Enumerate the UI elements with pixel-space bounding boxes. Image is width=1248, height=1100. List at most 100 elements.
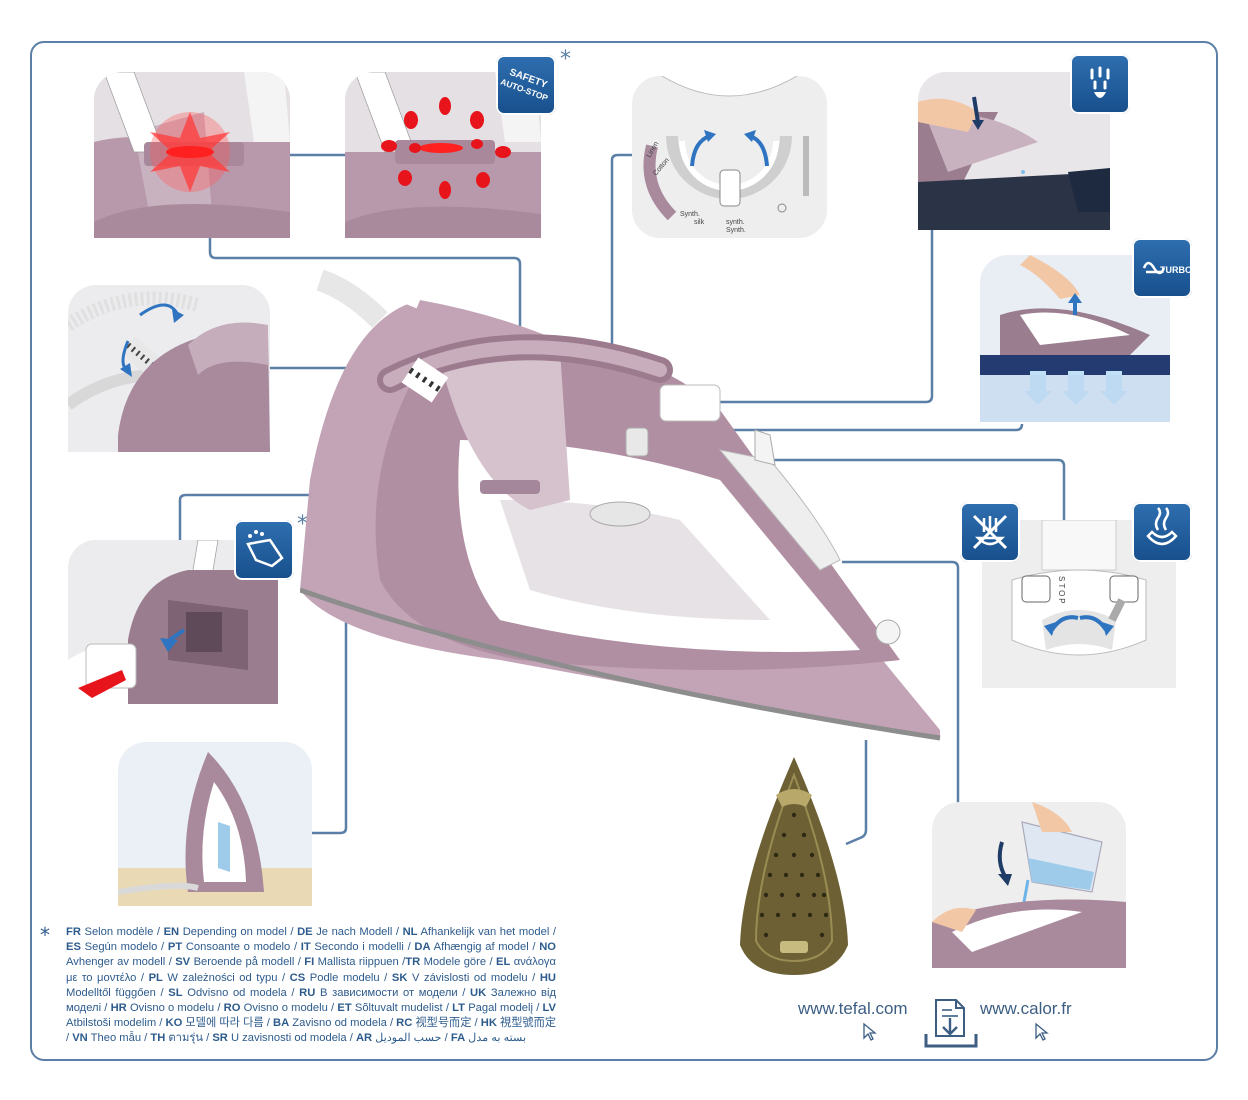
lang-text: W zależności od typu /	[162, 971, 290, 984]
lang-text: Ovisno o modelu /	[240, 1002, 338, 1015]
lang-text: Atbilstoši modelim /	[66, 1017, 166, 1030]
lang-code: FI	[304, 956, 315, 969]
lang-code: KO	[165, 1017, 183, 1030]
lang-text: V závislosti od modelu /	[407, 971, 540, 984]
anticalc-badge	[234, 520, 294, 580]
lang-text: Modele göre /	[420, 956, 497, 969]
turbo-badge: TURBO	[1132, 238, 1192, 298]
temperature-dial[interactable]	[589, 501, 651, 527]
anticalc-asterisk: *	[297, 512, 308, 537]
lang-text: Podle modelu /	[305, 971, 392, 984]
panel-water-filling	[932, 802, 1126, 968]
lang-text: Залежно від моделі /	[66, 986, 556, 1015]
lang-text: Ovisno o modelu /	[126, 1002, 224, 1015]
page-frame	[30, 41, 1218, 1061]
steam-button[interactable]	[625, 427, 649, 457]
lang-text: 视型号而定 /	[412, 1017, 481, 1030]
lang-code: IT	[300, 941, 311, 954]
lang-code: NO	[539, 941, 556, 954]
lang-code: AR	[355, 1032, 373, 1045]
lang-text: حسب الموديل /	[372, 1032, 451, 1045]
lang-code: ES	[66, 941, 81, 954]
lang-text: 視型號而定 /	[66, 1017, 557, 1045]
lang-code: DE	[297, 926, 313, 938]
safety-asterisk: *	[560, 47, 571, 72]
panel-cord-rotation	[68, 285, 270, 452]
steam-on-badge	[1132, 502, 1192, 562]
lang-text: Avhenger av modell /	[66, 956, 176, 969]
lang-code: RU	[299, 986, 316, 999]
calor-link[interactable]: www.calor.fr	[980, 999, 1072, 1018]
svg-text:silk: silk	[694, 219, 705, 226]
panel-iron-rest	[118, 742, 312, 906]
lang-text: U zavisnosti od modela /	[227, 1032, 356, 1045]
lang-code: SK	[391, 971, 408, 984]
panel-steam-selector: STOP	[982, 520, 1176, 688]
lang-text: Según modelo /	[80, 941, 168, 954]
lang-code: DA	[414, 941, 431, 954]
lang-code: VN	[72, 1032, 88, 1045]
svg-text:synth.: synth.	[726, 219, 745, 226]
lang-code: FA	[450, 1032, 466, 1045]
lang-text: ανάλογα με το μοντέλο /	[66, 956, 556, 984]
lang-text: Afhængig af model /	[430, 941, 540, 954]
lang-code: SR	[212, 1032, 228, 1045]
svg-text:TURBO: TURBO	[1160, 265, 1192, 275]
lang-text: Consoante o modelo /	[182, 941, 301, 954]
lang-code: CS	[289, 971, 306, 984]
svg-text:STOP: STOP	[1057, 576, 1066, 606]
lang-text: Afhankelijk van het model /	[417, 926, 556, 938]
safety-autostop-badge: SAFETY AUTO-STOP	[496, 55, 556, 115]
lang-code: NL	[402, 926, 418, 938]
lang-code: HU	[539, 971, 556, 984]
stop-icon-plate	[1021, 575, 1051, 603]
lang-text: Zavisno od modela /	[289, 1017, 397, 1030]
lang-text: В зависимости от модели /	[315, 986, 471, 999]
steam-off-badge	[960, 502, 1020, 562]
footnote-asterisk: *	[40, 923, 50, 947]
panel-light-indicator	[94, 72, 290, 238]
svg-text:Synth.: Synth.	[726, 227, 746, 234]
svg-text:Synth.: Synth.	[680, 211, 700, 218]
spray-button[interactable]	[659, 384, 721, 422]
lang-text: Depending on model /	[179, 926, 298, 938]
lang-code: HR	[110, 1002, 127, 1015]
lang-code: RO	[223, 1002, 241, 1015]
lang-text: ตามรุ่น /	[165, 1032, 213, 1045]
lang-code: TR	[405, 956, 421, 969]
lang-code: ET	[337, 1002, 352, 1015]
vertical-steam-badge	[1070, 54, 1130, 114]
footnote-languages: FR Selon modèle / EN Depending on model …	[66, 925, 556, 1047]
lang-code: FR	[66, 926, 81, 938]
lang-code: SV	[175, 956, 191, 969]
lang-text: Mallista riippuen /	[314, 956, 406, 969]
cursor-icon	[863, 1022, 877, 1041]
lang-text: 모델에 따라 다름 /	[182, 1017, 274, 1030]
lang-text: Je nach Modell /	[312, 926, 403, 938]
lang-code: BA	[273, 1017, 290, 1030]
lang-code: LV	[542, 1002, 557, 1015]
lang-code: UK	[470, 986, 487, 999]
lang-code: HK	[480, 1017, 497, 1030]
safety-dots	[381, 97, 511, 199]
lang-code: RC	[396, 1017, 413, 1030]
steam-iron-main	[300, 261, 941, 741]
lang-code: TH	[150, 1032, 166, 1045]
cursor-icon	[1035, 1022, 1049, 1041]
lang-text: Beroende på modell /	[190, 956, 305, 969]
lang-text: Pagal modelį /	[465, 1002, 543, 1015]
lang-text: Secondo i modelli /	[310, 941, 415, 954]
lang-text: بسته به مدل	[465, 1032, 527, 1045]
lang-text: Odvisno od modela /	[182, 986, 300, 999]
lang-text: Selon modèle /	[80, 926, 164, 938]
lang-code: EN	[163, 926, 180, 938]
lang-code: LT	[452, 1002, 466, 1015]
lang-text: Sõltuvalt mudelist /	[351, 1002, 453, 1015]
dial-knob[interactable]	[719, 169, 741, 207]
soleplate	[740, 757, 848, 975]
lang-code: PL	[148, 971, 163, 984]
panel-temperature-dial: Linen Cotton Synth. silk synth. Synth.	[632, 76, 827, 238]
lang-code: PT	[167, 941, 183, 954]
download-manual-icon[interactable]	[924, 996, 978, 1050]
tefal-link[interactable]: www.tefal.com	[798, 999, 908, 1018]
